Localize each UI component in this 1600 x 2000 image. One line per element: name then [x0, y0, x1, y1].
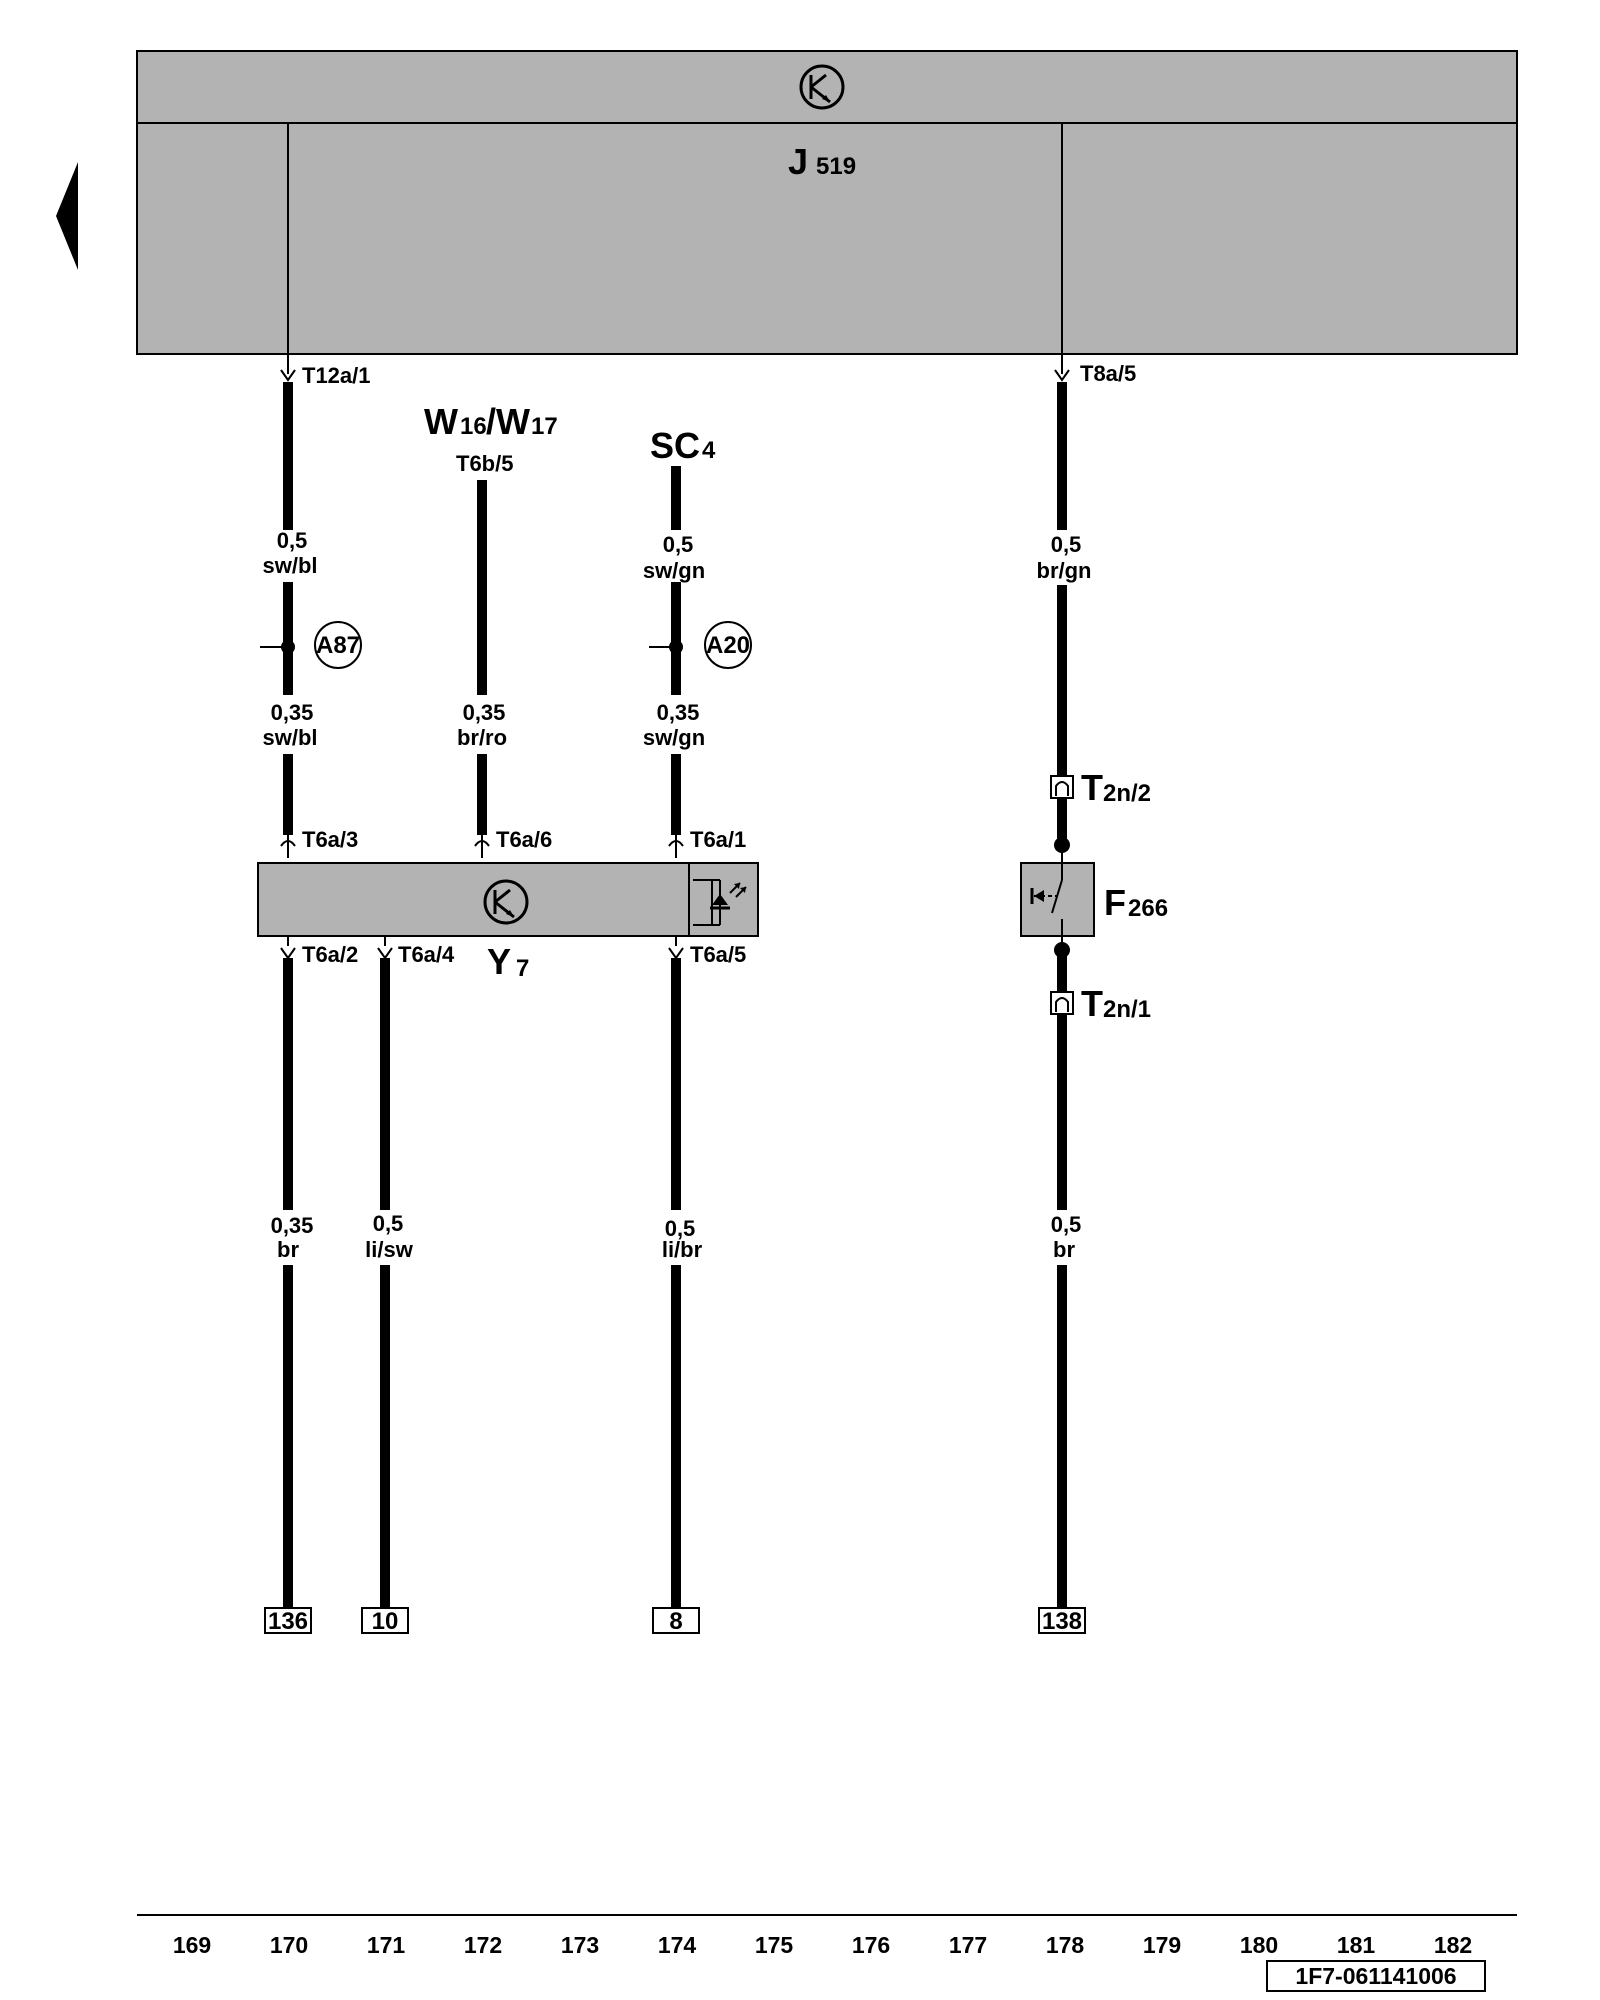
junction-a20-label: A20 [706, 632, 750, 659]
switch-sub: 266 [1128, 895, 1168, 922]
wire-color-label: br [1053, 1237, 1075, 1262]
wire-size-label: 0,35 [657, 700, 700, 725]
remote-w-sub: 16 [460, 413, 487, 440]
control-unit-j519[interactable] [136, 50, 1518, 355]
connector-t2n-1-sub: 2n/1 [1103, 996, 1151, 1023]
track-number: 182 [1434, 1932, 1472, 1958]
connector-t2n-1[interactable] [1050, 991, 1074, 1015]
track-number: 179 [1143, 1932, 1181, 1958]
track-number: 171 [367, 1932, 406, 1958]
wire-color-label: br/gn [1037, 558, 1092, 583]
wire-size-label: 0,35 [271, 700, 314, 725]
wire-size-label: 0,5 [373, 1211, 404, 1236]
control-unit-code: J [788, 141, 808, 182]
pin-t6a-2: T6a/2 [302, 942, 358, 967]
reference-box-136[interactable] [264, 1607, 312, 1634]
electronic-symbol-icon [483, 879, 529, 925]
reference-label: 138 [1042, 1608, 1082, 1635]
pin-t6a-3: T6a/3 [302, 827, 358, 852]
document-id: 1F7-061141006 [1295, 1963, 1456, 1989]
pin-t12a-1: T12a/1 [302, 363, 371, 388]
module-code: Y [487, 941, 511, 982]
connector-t2n-1-code: T [1081, 983, 1103, 1024]
pin-t6a-5: T6a/5 [690, 942, 746, 967]
track-number: 173 [561, 1932, 599, 1958]
wire-size-label: 0,35 [463, 700, 506, 725]
wire-color-label: sw/bl [262, 553, 317, 578]
wire-size-label: 0,5 [1051, 1212, 1082, 1237]
wire-size-label: 0,5 [663, 532, 694, 557]
wire-color-label: sw/bl [262, 725, 317, 750]
wire-size-label: 0,5 [277, 528, 308, 553]
remote-w-label: W [424, 401, 458, 442]
wire-size-label: 0,35 [271, 1213, 314, 1238]
track-number: 174 [658, 1932, 697, 1958]
reference-label: 136 [268, 1608, 308, 1635]
control-unit-sub: 519 [816, 153, 856, 180]
track-number: 172 [464, 1932, 502, 1958]
track-number: 169 [173, 1932, 211, 1958]
remote-w-sep: /W [486, 401, 530, 442]
pin-t6b-5: T6b/5 [456, 451, 513, 476]
reference-label: 10 [372, 1608, 399, 1635]
pin-t6a-4: T6a/4 [398, 942, 455, 967]
wire-color-label: li/sw [365, 1237, 414, 1262]
pin-t8a-5: T8a/5 [1080, 361, 1136, 386]
junction-a20[interactable] [649, 621, 752, 669]
track-number: 170 [270, 1932, 308, 1958]
connector-t2n-2[interactable] [1050, 775, 1074, 853]
wire-color-label: br [277, 1237, 299, 1262]
track-number: 176 [852, 1932, 890, 1958]
wire-color-label: sw/gn [643, 725, 705, 750]
track-number: 181 [1337, 1932, 1376, 1958]
electronic-symbol-icon [799, 64, 845, 110]
module-y7[interactable] [257, 862, 759, 937]
wire-color-label: li/br [662, 1237, 703, 1262]
switch-f266[interactable] [1020, 862, 1095, 958]
remote-w-sub: 17 [531, 413, 558, 440]
reference-box-8[interactable] [652, 1607, 700, 1634]
junction-a87[interactable] [260, 621, 362, 669]
connector-t2n-2-code: T [1081, 767, 1103, 808]
track-number: 175 [755, 1932, 794, 1958]
module-sub: 7 [516, 955, 529, 982]
fuse-sc-label: SC [650, 425, 700, 466]
document-id-box [1266, 1960, 1486, 1992]
junction-a87-label: A87 [316, 632, 360, 659]
track-number: 180 [1240, 1932, 1278, 1958]
track-numbers: 169 170 171 172 173 174 175 176 177 178 179 180 181 1… [173, 1932, 1472, 1958]
switch-code: F [1104, 882, 1126, 923]
fuse-sc-sub: 4 [702, 437, 716, 464]
wire-size-label: 0,5 [665, 1216, 696, 1241]
wire-size-label: 0,5 [1051, 532, 1082, 557]
led-icon [693, 879, 747, 926]
pin-t6a-1: T6a/1 [690, 827, 746, 852]
reference-label: 8 [669, 1608, 682, 1635]
connector-t2n-2-sub: 2n/2 [1103, 780, 1151, 807]
pin-t6a-6: T6a/6 [496, 827, 552, 852]
track-number: 178 [1046, 1932, 1085, 1958]
reference-box-10[interactable] [361, 1607, 409, 1634]
wire-color-label: sw/gn [643, 558, 705, 583]
back-arrow-icon[interactable] [56, 162, 78, 270]
wire-color-label: br/ro [457, 725, 507, 750]
reference-box-138[interactable] [1038, 1607, 1086, 1634]
track-number: 177 [949, 1932, 987, 1958]
